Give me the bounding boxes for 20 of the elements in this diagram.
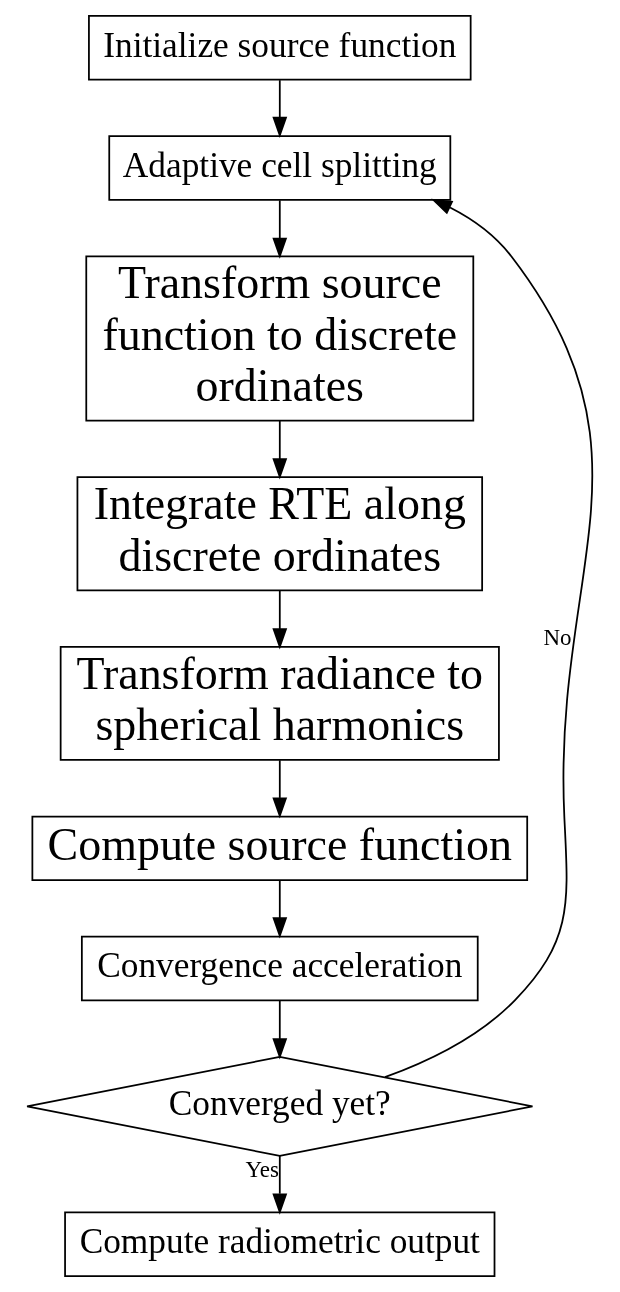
node-box: Compute radiometric output: [64, 1211, 496, 1277]
arrow: [272, 999, 288, 1060]
arrow: [272, 879, 288, 939]
node-box: Compute source function: [31, 815, 529, 882]
node-box: Transform radiance to spherical harmonics: [59, 646, 500, 761]
arrow: [384, 198, 594, 1079]
arrow: [272, 589, 288, 650]
arrow: [272, 420, 288, 480]
edge-label: Yes: [245, 1157, 279, 1183]
node-box: Transform source function to discrete ordinates: [85, 255, 475, 422]
node-box: Integrate RTE along discrete ordinates: [76, 476, 484, 592]
arrow: [272, 759, 288, 819]
arrow: [272, 79, 288, 139]
arrow: [272, 1155, 288, 1215]
node-box: Adaptive cell splitting: [108, 135, 452, 201]
node-box: Convergence acceleration: [80, 935, 479, 1002]
arrow: [272, 199, 288, 259]
node-box: Initialize source function: [88, 15, 472, 81]
edge-label: No: [543, 625, 572, 651]
node-diamond: Converged yet?: [26, 1056, 534, 1157]
